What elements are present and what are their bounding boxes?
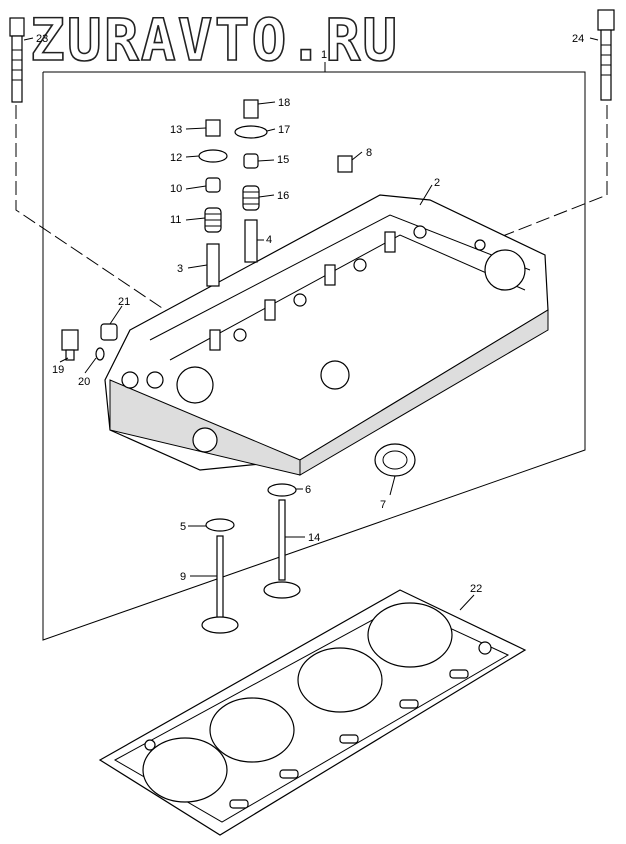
part-7-cup-plug xyxy=(374,443,416,477)
part-12-retainer xyxy=(198,149,228,163)
leader-lines xyxy=(23,37,599,611)
part-9-intake-valve xyxy=(201,535,239,634)
bolt-23-axis xyxy=(15,105,181,321)
part-16-spring xyxy=(242,185,260,211)
part-5-seat xyxy=(205,518,235,532)
part-20-washer xyxy=(95,347,105,361)
part-22-head-gasket xyxy=(98,589,527,836)
callout-16: 16 xyxy=(277,190,289,202)
part-17-retainer xyxy=(234,125,268,139)
callout-3: 3 xyxy=(177,263,183,275)
watermark-text: ZURAVTO.RU xyxy=(30,6,399,74)
part-10-seal xyxy=(205,177,221,193)
part-6-seat xyxy=(267,483,297,497)
callout-4: 4 xyxy=(266,234,272,246)
bolt-23 xyxy=(9,17,25,103)
callout-17: 17 xyxy=(278,124,290,136)
callout-1: 1 xyxy=(321,49,327,61)
part-19-plug xyxy=(61,329,79,361)
callout-18: 18 xyxy=(278,97,290,109)
part-4-guide xyxy=(244,219,258,263)
callout-9: 9 xyxy=(180,571,186,583)
callout-8: 8 xyxy=(366,147,372,159)
callout-23: 23 xyxy=(36,33,48,45)
callout-13: 13 xyxy=(170,124,182,136)
part-18-keeper xyxy=(243,99,259,119)
callout-2: 2 xyxy=(434,177,440,189)
callout-6: 6 xyxy=(305,484,311,496)
assembly-boundary xyxy=(42,71,586,641)
callout-15: 15 xyxy=(277,154,289,166)
part-11-spring xyxy=(204,207,222,233)
callout-20: 20 xyxy=(78,376,90,388)
bolt-24 xyxy=(597,9,615,101)
cylinder-head xyxy=(104,194,549,476)
callout-11: 11 xyxy=(170,214,181,226)
part-14-exhaust-valve xyxy=(263,499,301,599)
part-3-guide xyxy=(206,243,220,287)
callout-12: 12 xyxy=(170,152,182,164)
callout-5: 5 xyxy=(180,521,186,533)
callout-14: 14 xyxy=(308,532,320,544)
callout-7: 7 xyxy=(380,499,386,511)
part-8-plug xyxy=(337,155,353,173)
bolt-24-axis xyxy=(479,105,608,246)
callout-22: 22 xyxy=(470,583,482,595)
part-13-keeper xyxy=(205,119,221,137)
part-15-seal xyxy=(243,153,259,169)
part-21-plug xyxy=(100,323,118,341)
callout-19: 19 xyxy=(52,364,64,376)
callout-10: 10 xyxy=(170,183,182,195)
callout-21: 21 xyxy=(118,296,130,308)
callout-24: 24 xyxy=(572,33,584,45)
